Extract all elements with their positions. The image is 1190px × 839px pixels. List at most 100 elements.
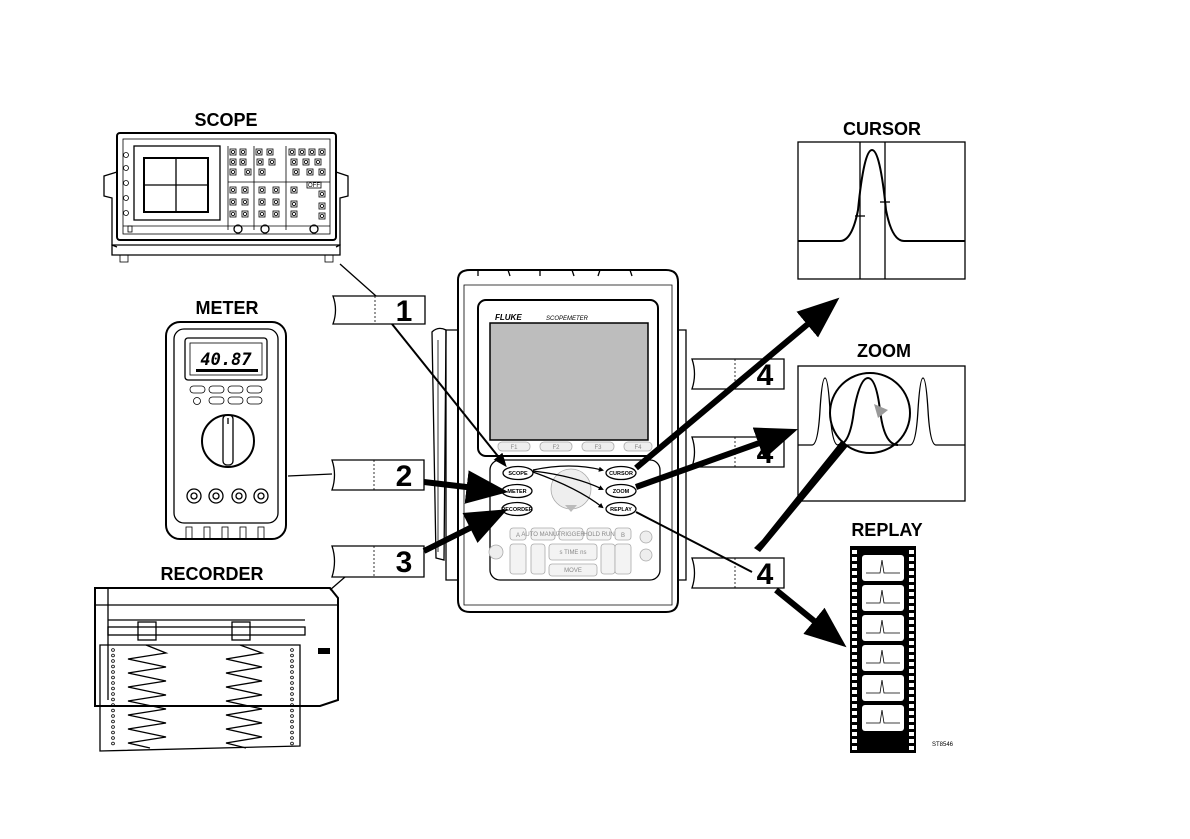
scope-panel-knob bbox=[291, 187, 297, 193]
film-sprocket-hole bbox=[852, 627, 857, 631]
film-sprocket-hole bbox=[909, 739, 914, 743]
film-sprocket-hole bbox=[909, 634, 914, 638]
b-move-rocker[interactable] bbox=[601, 544, 615, 574]
film-sprocket-hole bbox=[909, 718, 914, 722]
trigger-key-label: TRIGGER bbox=[557, 532, 585, 538]
film-sprocket-hole bbox=[852, 557, 857, 561]
scope-panel-knob bbox=[273, 187, 279, 193]
scope-panel-knob-center bbox=[231, 170, 234, 173]
scope-panel-knob bbox=[293, 169, 299, 175]
paper-hole bbox=[112, 715, 115, 718]
film-sprocket-hole bbox=[909, 585, 914, 589]
paper-hole bbox=[112, 693, 115, 696]
scope-panel-knob-center bbox=[268, 150, 271, 153]
scope-panel-knob-center bbox=[260, 188, 263, 191]
replay-key-label: REPLAY bbox=[610, 507, 632, 513]
film-sprocket-hole bbox=[852, 690, 857, 694]
film-sprocket-hole bbox=[909, 676, 914, 680]
film-sprocket-hole bbox=[852, 550, 857, 554]
scope-panel-knob-center bbox=[320, 192, 323, 195]
scope-panel-knob-center bbox=[320, 150, 323, 153]
scope-panel-knob-center bbox=[258, 160, 261, 163]
meter-label: METER bbox=[196, 298, 259, 318]
film-sprocket-hole bbox=[909, 606, 914, 610]
a-range-rocker[interactable] bbox=[510, 544, 526, 574]
side-key-lower[interactable] bbox=[640, 549, 652, 561]
scope-panel-knob bbox=[242, 211, 248, 217]
film-sprocket-hole bbox=[852, 697, 857, 701]
scope-panel-knob bbox=[240, 159, 246, 165]
scope-panel-knob-center bbox=[260, 170, 263, 173]
a-move-rocker[interactable] bbox=[531, 544, 545, 574]
b-key-label: B bbox=[621, 533, 625, 539]
scope-panel-knob bbox=[259, 187, 265, 193]
paper-hole bbox=[112, 726, 115, 729]
callout-number-4c: 4 bbox=[757, 558, 774, 591]
chart-recorder-illustration: RECORDER bbox=[95, 564, 338, 751]
scope-panel-knob-center bbox=[243, 200, 246, 203]
function-key-row: F1 F2 F3 F4 bbox=[498, 442, 652, 451]
scope-panel-knob bbox=[299, 149, 305, 155]
paper-hole bbox=[291, 682, 294, 685]
f1-key-label: F1 bbox=[510, 445, 518, 451]
scope-panel-knob-center bbox=[310, 150, 313, 153]
recorder-key-label: RECORDER bbox=[501, 507, 533, 513]
scope-panel-knob bbox=[291, 159, 297, 165]
scope-panel-knob-center bbox=[243, 212, 246, 215]
film-sprocket-hole bbox=[909, 655, 914, 659]
film-sprocket-hole bbox=[852, 669, 857, 673]
film-sprocket-hole bbox=[852, 620, 857, 624]
paper-hole bbox=[291, 693, 294, 696]
paper-hole bbox=[291, 660, 294, 663]
scope-panel-knob bbox=[291, 211, 297, 217]
scope-panel-knob bbox=[269, 159, 275, 165]
scope-panel-knob-center bbox=[292, 212, 295, 215]
bench-oscilloscope-illustration: SCOPE OFF bbox=[104, 110, 348, 262]
paper-hole bbox=[112, 742, 115, 745]
side-key-upper[interactable] bbox=[640, 531, 652, 543]
scope-panel-knob-center bbox=[231, 150, 234, 153]
film-sprocket-hole bbox=[852, 704, 857, 708]
film-sprocket-hole bbox=[852, 732, 857, 736]
film-sprocket-hole bbox=[909, 592, 914, 596]
a-key-label: A bbox=[516, 533, 520, 539]
cursor-panel: CURSOR bbox=[798, 119, 965, 279]
scope-panel-knob-center bbox=[270, 160, 273, 163]
scope-panel-knob bbox=[259, 169, 265, 175]
scope-panel-knob-center bbox=[246, 170, 249, 173]
film-sprocket-hole bbox=[909, 648, 914, 652]
film-sprocket-hole bbox=[909, 613, 914, 617]
scope-label: SCOPE bbox=[194, 110, 257, 130]
film-sprocket-hole bbox=[909, 557, 914, 561]
cursor-key-label: CURSOR bbox=[609, 471, 633, 477]
cursor-label: CURSOR bbox=[843, 119, 921, 139]
film-sprocket-hole bbox=[909, 704, 914, 708]
film-sprocket-hole bbox=[909, 725, 914, 729]
paper-hole bbox=[291, 654, 294, 657]
scope-panel-knob bbox=[230, 159, 236, 165]
paper-hole bbox=[112, 687, 115, 690]
paper-hole bbox=[112, 731, 115, 734]
film-sprocket-hole bbox=[852, 585, 857, 589]
scope-panel-knob bbox=[256, 149, 262, 155]
power-key[interactable] bbox=[489, 545, 503, 559]
film-sprocket-hole bbox=[852, 683, 857, 687]
film-sprocket-hole bbox=[909, 697, 914, 701]
scope-panel-knob bbox=[273, 211, 279, 217]
scope-panel-knob-center bbox=[231, 188, 234, 191]
scope-panel-knob-center bbox=[274, 212, 277, 215]
film-sprocket-hole bbox=[909, 550, 914, 554]
film-sprocket-hole bbox=[852, 564, 857, 568]
paper-hole bbox=[291, 649, 294, 652]
paper-hole bbox=[291, 715, 294, 718]
b-range-rocker[interactable] bbox=[615, 544, 631, 574]
paper-hole bbox=[291, 709, 294, 712]
scope-panel-knob bbox=[267, 149, 273, 155]
scope-panel-knob bbox=[230, 187, 236, 193]
callout-tag-4-cursor: 4 bbox=[692, 359, 784, 392]
film-sprocket-hole bbox=[909, 711, 914, 715]
scope-panel-tag: OFF bbox=[308, 183, 320, 189]
film-sprocket-hole bbox=[909, 683, 914, 687]
scope-panel-knob bbox=[242, 199, 248, 205]
film-sprocket-hole bbox=[852, 746, 857, 750]
